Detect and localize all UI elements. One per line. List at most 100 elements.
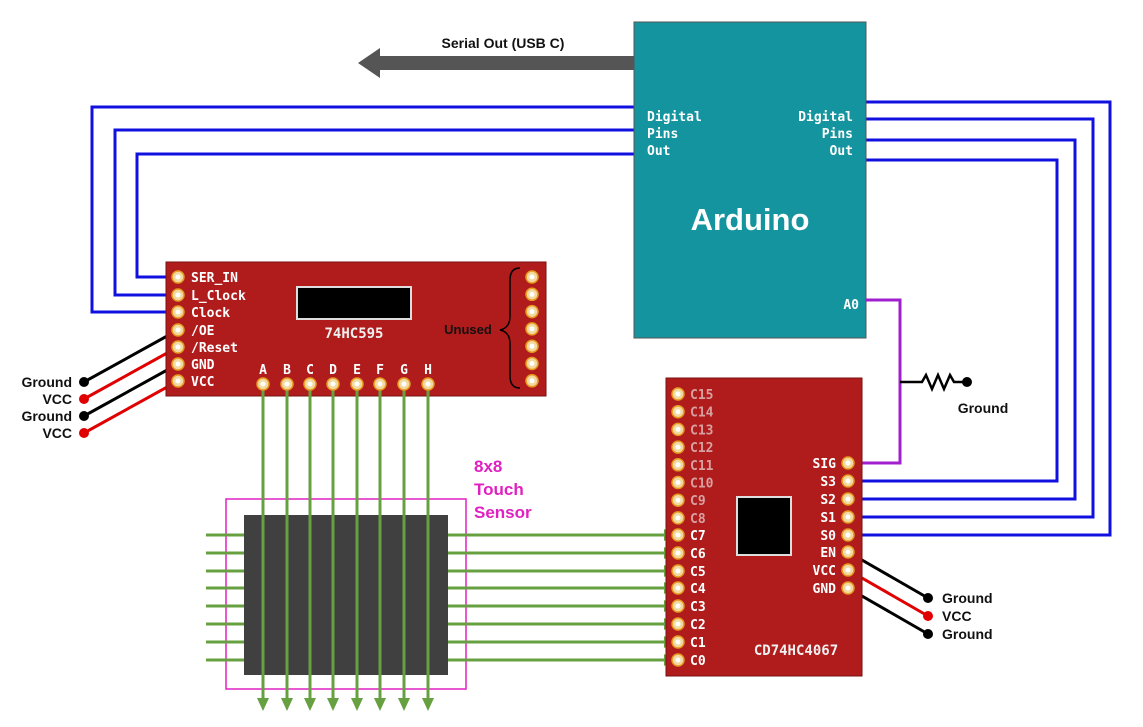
mux-channel-pad [671, 546, 685, 560]
shift-register-output-label: A [259, 363, 267, 378]
shift-register-pin-pad [171, 340, 185, 354]
shift-register-pin-pad [171, 374, 185, 388]
column-wire-arrow [327, 698, 339, 711]
serial-out-label: Serial Out (USB C) [442, 35, 565, 51]
touch-sensor-pad [244, 515, 448, 675]
shift-register-pin-pad [171, 357, 185, 371]
pulldown-resistor [900, 371, 972, 393]
serial-out-arrow [358, 48, 634, 78]
shift-register-output-label: D [329, 363, 337, 378]
mux-channel-pad [671, 440, 685, 454]
shift-register-unused-pin [525, 339, 539, 353]
mux-control-label: GND [813, 582, 837, 597]
mux-channel-label: C7 [690, 529, 706, 544]
mux-control-label: S0 [820, 529, 836, 544]
shift-register-output-label: F [376, 363, 384, 378]
shift-register-output-pad [326, 377, 340, 391]
wire-l-clock [113, 128, 634, 297]
arduino-left-pins-label-1: Digital [647, 110, 702, 125]
shift-register-output-pad [397, 377, 411, 391]
mux-channel-label: C3 [690, 600, 706, 615]
mux-select-wires [858, 100, 1112, 537]
mux-chip-label: CD74HC4067 [754, 643, 838, 659]
unused-label: Unused [444, 322, 492, 337]
touch-sensor-label-2: Touch [474, 480, 524, 499]
mux-control-pad [841, 510, 855, 524]
arduino-title: Arduino [691, 202, 810, 237]
mux-channel-label: C1 [690, 636, 706, 651]
shift-register-unused-pin [525, 322, 539, 336]
arduino-left-pins-label-2: Pins [647, 127, 678, 142]
shift-register-output-label: H [424, 363, 432, 378]
arduino-right-pins-label-2: Pins [822, 127, 853, 142]
mux-channel-label: C9 [690, 494, 706, 509]
mux-channel-pad [671, 599, 685, 613]
shift-register-pin-pad [171, 305, 185, 319]
column-wire-arrow [257, 698, 269, 711]
shift-register-pin-pad [171, 288, 185, 302]
unused-brace [499, 267, 521, 389]
mux-control-pad [841, 563, 855, 577]
shift-register-chip [296, 286, 412, 320]
mux-channel-label: C13 [690, 423, 713, 438]
mux-channel-label: C0 [690, 654, 706, 669]
wire-ser-in [135, 152, 634, 279]
shift-register-output-pad [303, 377, 317, 391]
shift-register-pin-pad [171, 323, 185, 337]
column-wire-arrow [422, 698, 434, 711]
shift-register-pin-pad [171, 270, 185, 284]
shift-register-output-label: G [400, 363, 408, 378]
shift-register-board: 74HC595 Unused [165, 261, 547, 397]
left-power-terminals [79, 377, 89, 438]
shift-register-output-label: B [283, 363, 291, 378]
right-power-terminals [923, 593, 933, 639]
touch-sensor [225, 498, 467, 690]
arduino-right-pins-label-3: Out [830, 144, 853, 159]
mux-channel-pad [671, 581, 685, 595]
mux-channel-pad [671, 493, 685, 507]
wire-clock [90, 105, 634, 314]
shift-register-pin-label: /Reset [191, 341, 238, 356]
mux-control-label: S1 [820, 511, 836, 526]
mux-control-label: EN [820, 546, 836, 561]
touch-sensor-label-1: 8x8 [474, 457, 502, 476]
mux-control-label: SIG [813, 457, 837, 472]
column-wire-arrow [351, 698, 363, 711]
shift-register-pin-label: L_Clock [191, 289, 246, 304]
mux-chip [736, 496, 792, 556]
shift-register-output-pad [256, 377, 270, 391]
mux-channel-label: C12 [690, 441, 713, 456]
shift-register-pin-label: /OE [191, 324, 214, 339]
shift-register-pin-label: GND [191, 358, 215, 373]
mux-channel-label: C8 [690, 512, 706, 527]
mux-channel-label: C15 [690, 388, 713, 403]
shift-register-pin-label: SER_IN [191, 271, 238, 286]
mux-board: CD74HC4067 [665, 377, 863, 677]
shift-register-unused-pins [525, 270, 539, 388]
shift-register-control-wires [90, 105, 634, 314]
left-power-label-4: VCC [42, 425, 72, 441]
column-wire-arrow [374, 698, 386, 711]
left-power-wires [83, 328, 179, 435]
shift-register-unused-pin [525, 356, 539, 371]
wire-s3 [858, 158, 1059, 483]
mux-control-label: S2 [820, 493, 836, 508]
mux-channel-pad [671, 458, 685, 472]
mux-channel-pad [671, 404, 685, 419]
column-wire-arrow [304, 698, 316, 711]
mux-channel-pad [671, 564, 685, 578]
shift-register-output-pad [421, 377, 435, 391]
mux-channel-label: C4 [690, 582, 706, 597]
mux-channel-pad [671, 422, 685, 437]
mux-control-pad [841, 581, 855, 595]
mux-channel-pad [671, 617, 685, 631]
arduino-right-pins-label-1: Digital [798, 110, 853, 125]
right-power-label-2: VCC [942, 608, 972, 624]
wire-s2 [858, 138, 1077, 501]
mux-channel-label: C6 [690, 547, 706, 562]
mux-channel-pad [671, 475, 685, 490]
